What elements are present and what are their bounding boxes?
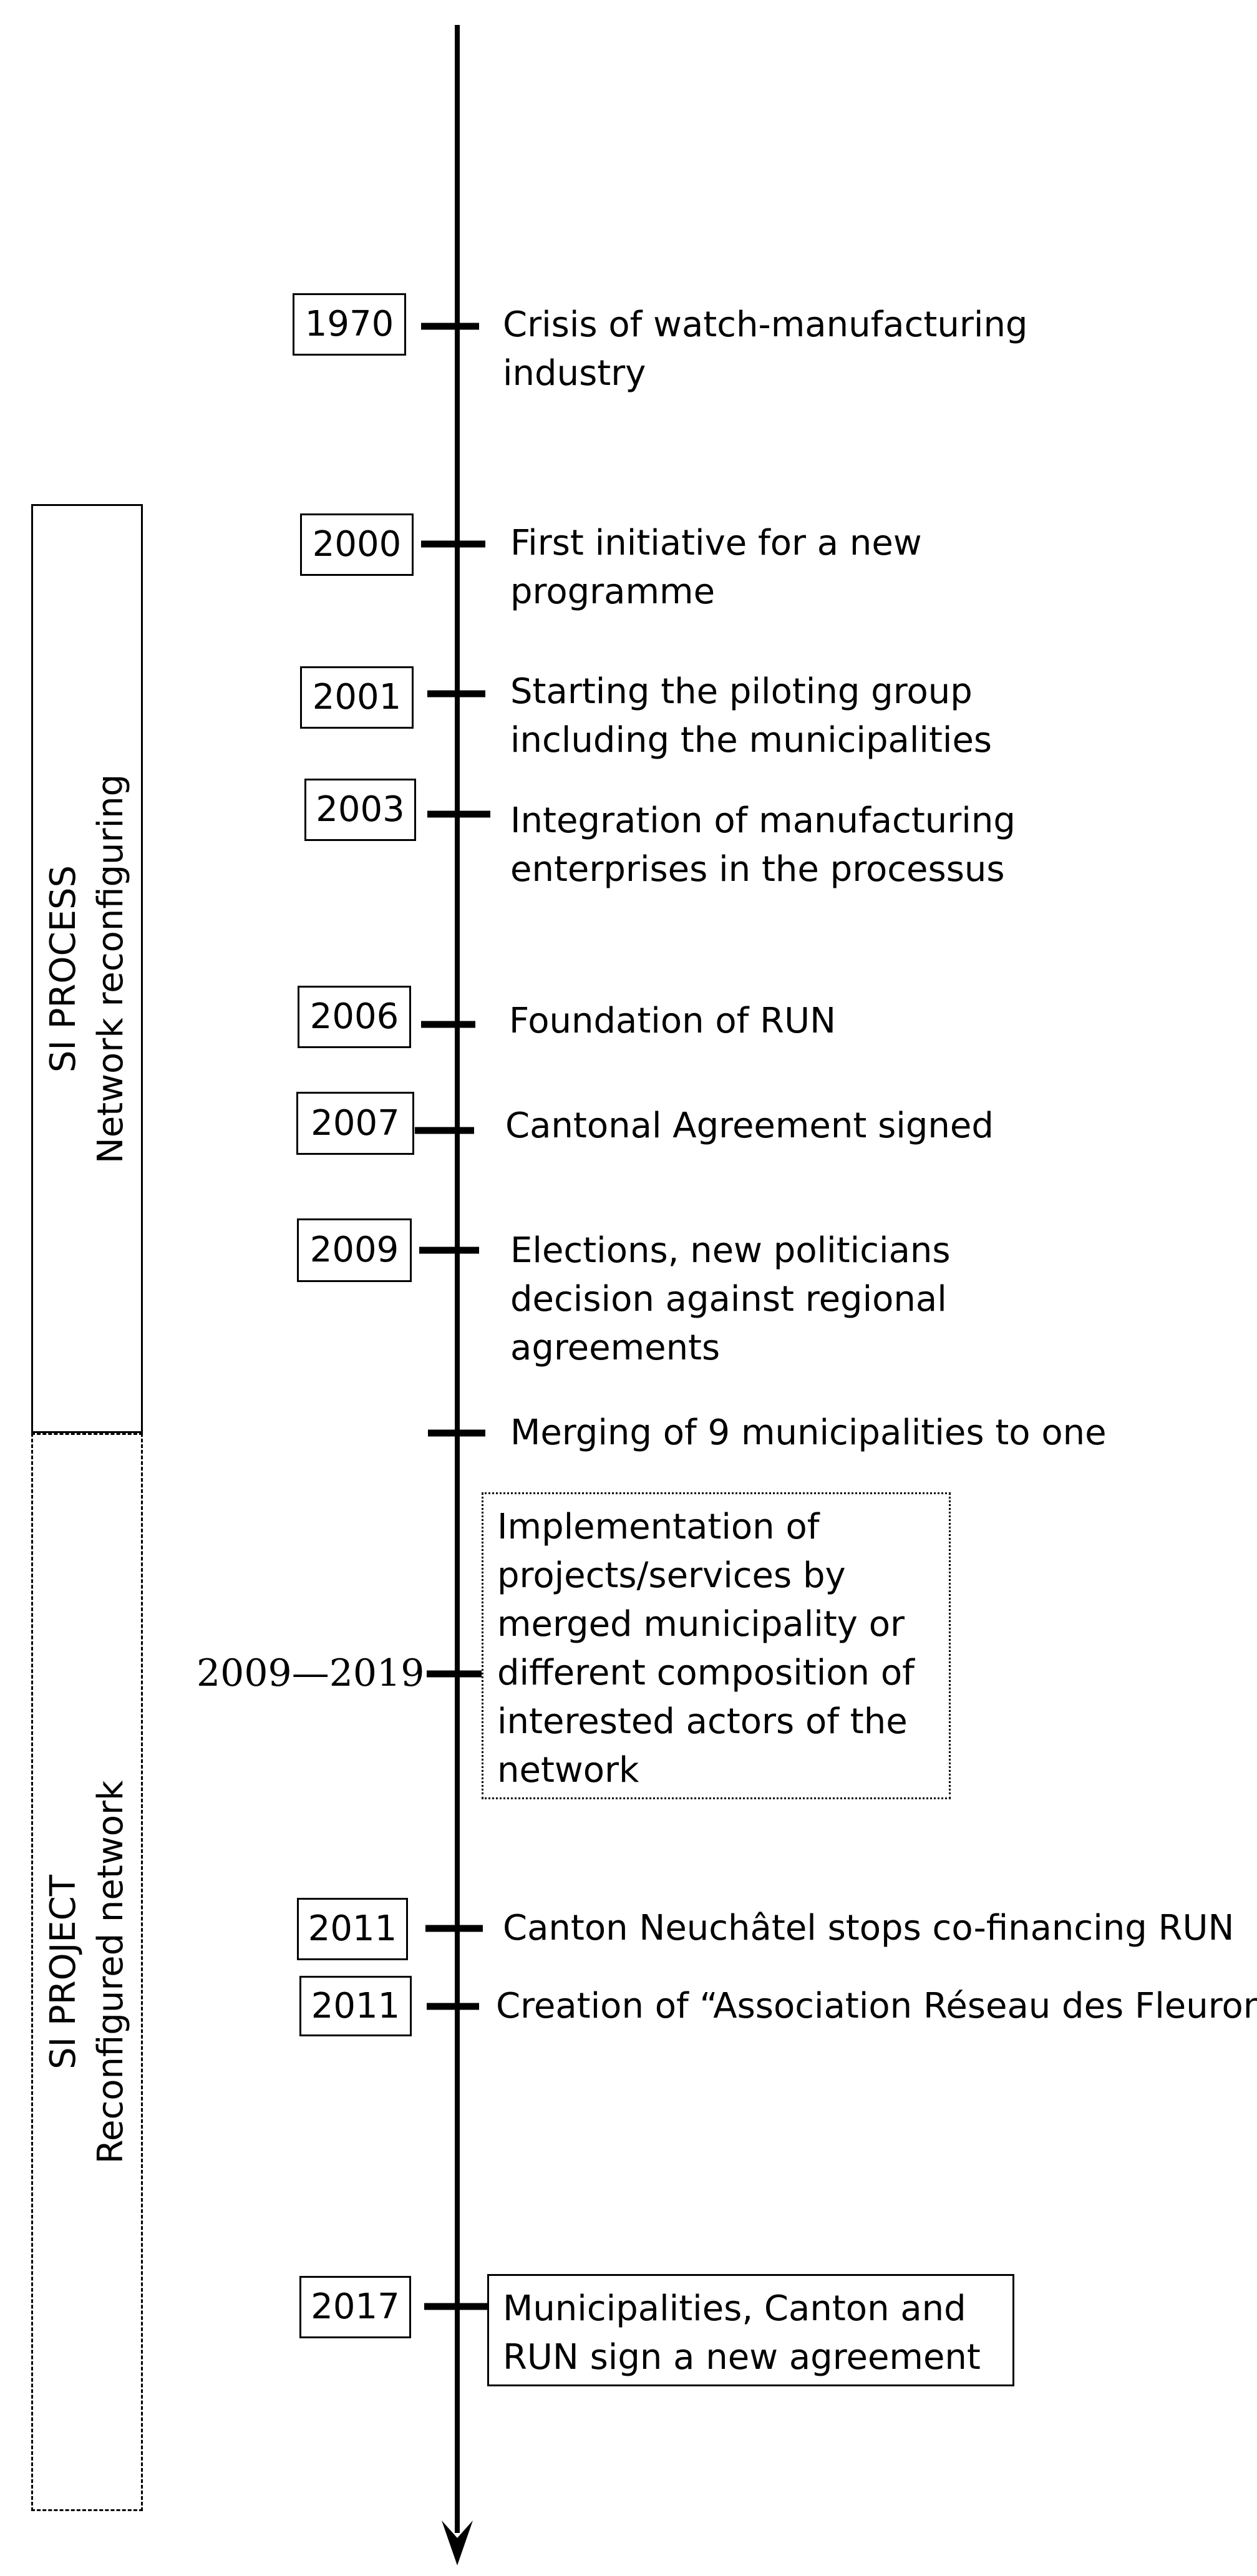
event-line: Starting the piloting group	[510, 671, 973, 712]
implementation-box: Implementation of projects/services by m…	[482, 1492, 951, 1799]
year-box-2011-a: 2011	[297, 1898, 408, 1960]
agreement-text: Municipalities, Canton and RUN sign a ne…	[503, 2285, 981, 2382]
phase-subtitle: Network reconfiguring	[90, 774, 131, 1164]
event-line: Creation of “Association Réseau des Fleu…	[496, 1986, 1257, 2026]
event-line: Implementation of	[497, 1507, 820, 1547]
event-line: decision against regional	[510, 1279, 947, 1320]
event-line: network	[497, 1750, 639, 1791]
year-box-2001: 2001	[300, 666, 414, 729]
timeline-arrowhead	[442, 2520, 473, 2565]
event-line: including the municipalities	[510, 720, 992, 761]
event-line: Canton Neuchâtel stops co-financing RUN	[503, 1908, 1235, 1948]
year-box-2017: 2017	[299, 2276, 411, 2338]
event-line: Elections, new politicians	[510, 1230, 951, 1271]
year-range-label: 2009—2019	[197, 1651, 425, 1695]
event-line: enterprises in the processus	[510, 849, 1005, 890]
event-merging-text: Merging of 9 municipalities to one	[510, 1409, 1107, 1457]
event-line: RUN sign a new agreement	[503, 2337, 981, 2378]
implementation-text: Implementation of projects/services by m…	[497, 1503, 915, 1795]
event-line: agreements	[510, 1328, 721, 1368]
year-box-2003: 2003	[304, 779, 416, 841]
event-2011-a-text: Canton Neuchâtel stops co-financing RUN	[503, 1904, 1234, 1953]
year-box-2009: 2009	[297, 1218, 412, 1282]
event-line: interested actors of the	[497, 1701, 908, 1742]
phase-label-si-process: SI PROCESS Network reconfiguring	[40, 774, 135, 1163]
event-line: Crisis of watch-manufacturing	[503, 304, 1028, 345]
event-line: Municipalities, Canton and	[503, 2288, 966, 2329]
year-box-2007: 2007	[296, 1092, 414, 1155]
year-box-2011-b: 2011	[299, 1976, 412, 2036]
event-line: Merging of 9 municipalities to one	[510, 1412, 1107, 1453]
event-2011-b-text: Creation of “Association Réseau des Fleu…	[496, 1982, 1257, 2031]
phase-box-si-process: SI PROCESS Network reconfiguring	[31, 504, 143, 1433]
event-line: First initiative for a new	[510, 523, 922, 563]
event-2009-text: Elections, new politicians decision agai…	[510, 1227, 951, 1373]
event-line: Integration of manufacturing	[510, 800, 1016, 841]
event-line: Cantonal Agreement signed	[505, 1106, 994, 1146]
year-box-2000: 2000	[300, 513, 414, 576]
event-2006-text: Foundation of RUN	[509, 997, 836, 1046]
phase-title: SI PROCESS	[42, 865, 84, 1072]
event-line: industry	[503, 353, 646, 394]
event-2007-text: Cantonal Agreement signed	[505, 1102, 994, 1150]
event-line: different composition of	[497, 1653, 915, 1693]
event-line: Foundation of RUN	[509, 1001, 836, 1041]
event-line: merged municipality or	[497, 1604, 905, 1645]
year-box-1970: 1970	[293, 293, 406, 356]
phase-label-si-project: SI PROJECT Reconfigured network	[40, 1781, 135, 2164]
event-2000-text: First initiative for a new programme	[510, 519, 922, 616]
event-line: programme	[510, 571, 716, 612]
phase-subtitle: Reconfigured network	[90, 1780, 131, 2164]
event-1970-text: Crisis of watch-manufacturing industry	[503, 301, 1027, 398]
event-line: projects/services by	[497, 1555, 846, 1596]
year-box-2006: 2006	[298, 986, 411, 1048]
phase-title: SI PROJECT	[42, 1875, 84, 2069]
agreement-box: Municipalities, Canton and RUN sign a ne…	[487, 2274, 1014, 2386]
event-2003-text: Integration of manufacturing enterprises…	[510, 797, 1016, 894]
phase-box-si-project: SI PROJECT Reconfigured network	[31, 1433, 143, 2511]
event-2001-text: Starting the piloting group including th…	[510, 668, 992, 765]
